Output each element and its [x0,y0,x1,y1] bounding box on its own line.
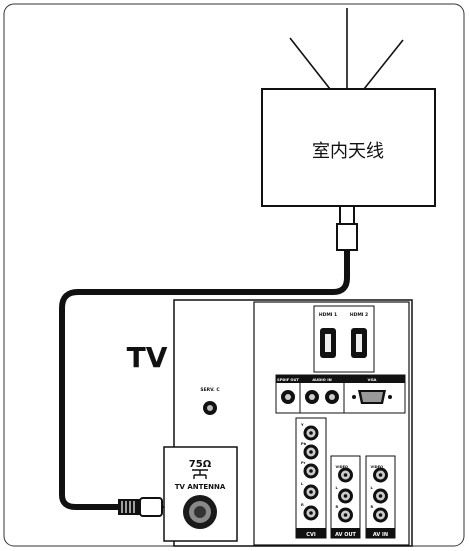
serv-c-label: SERV. C [200,387,220,393]
tv-antenna-label: TV ANTENNA [175,483,226,491]
av-in-label: AV IN [373,532,388,538]
av-out-label: AV OUT [335,532,356,538]
coax-cable [59,250,350,510]
av-in-jack-label: VIDEO [371,465,384,469]
hdmi2-port [351,328,367,358]
vga-port [352,390,392,404]
spdif-label: SPDIF OUT [277,378,299,382]
cvi-label: CVI [306,532,316,538]
hdmi-block: HDMI 1 HDMI 2 [313,305,375,373]
cvi-jack-label: L [301,482,304,486]
av-out-jack-label: L [336,486,339,490]
cvi-jack-label: Pb [301,442,307,446]
av-in-jack-label: L [371,486,374,490]
av-out-jack-group: AV OUT VIDEO L R [330,455,361,539]
cvi-jack-label: Y [300,423,304,427]
impedance-label: 75Ω [189,459,212,470]
antenna-socket-panel: 75Ω TV ANTENNA [163,446,238,542]
hdmi1-label: HDMI 1 [319,312,337,318]
antenna-rods [289,8,404,90]
audio-vga-strip: SPDIF OUT AUDIO IN VGA [275,374,406,414]
av-in-jack-group: AV IN VIDEO L R [365,455,396,539]
cvi-jack-label: R [301,503,304,507]
av-out-jack-label: R [336,505,339,509]
indoor-antenna-box: 室内天线 [261,88,436,207]
audio-in-label: AUDIO IN [312,377,332,382]
av-out-jack-label: VIDEO [336,465,349,469]
cvi-jack-label: Pr [301,461,306,465]
antenna-symbol-icon [192,469,208,479]
hdmi1-port [320,328,336,358]
hdmi2-label: HDMI 2 [350,312,368,318]
antenna-plug [336,205,358,251]
vga-label: VGA [368,377,377,382]
tv-label: TV [127,341,168,374]
cable-plug [118,497,180,517]
av-in-jack-label: R [371,505,374,509]
tv-back-panel: TV 75Ω TV ANTENNA SERV. C HDMI 1 HDMI 2 [127,299,413,547]
indoor-antenna-label: 室内天线 [312,141,384,162]
